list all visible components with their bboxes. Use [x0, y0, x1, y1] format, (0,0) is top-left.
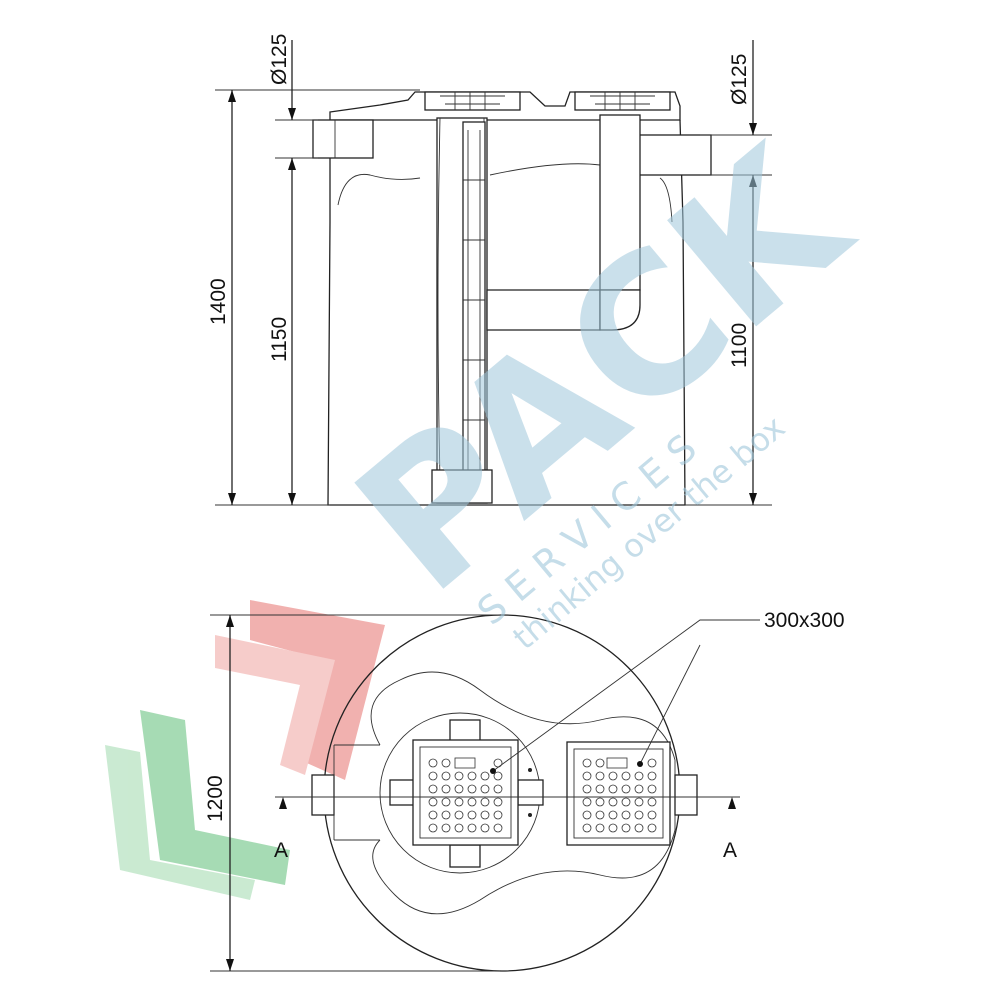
grate-hole — [582, 823, 592, 833]
grate-hole — [595, 797, 605, 807]
grate-hole — [441, 810, 451, 820]
grate-hole — [595, 810, 605, 820]
section-marker-left: A — [274, 839, 288, 862]
grate-hole — [428, 810, 438, 820]
grate-hole — [634, 810, 644, 820]
grate-hole — [595, 758, 605, 768]
grate-hole — [441, 771, 451, 781]
grate-hole — [582, 810, 592, 820]
grate-hole — [647, 771, 657, 781]
grate-hole — [441, 797, 451, 807]
cover-left — [412, 739, 519, 846]
cover-left-holes — [428, 758, 503, 833]
watermark-red-chevron-2 — [215, 635, 335, 775]
grate-hole — [608, 810, 618, 820]
grate-hole — [467, 784, 477, 794]
grate-hole — [634, 784, 644, 794]
grate-hole — [467, 810, 477, 820]
grate-hole — [454, 784, 464, 794]
grate-hole — [493, 810, 503, 820]
grate-hole — [493, 784, 503, 794]
grate-hole — [647, 784, 657, 794]
grate-hole — [647, 758, 657, 768]
grate-hole — [493, 797, 503, 807]
grate-hole — [428, 771, 438, 781]
grate-hole — [480, 823, 490, 833]
inlet-pipe — [312, 119, 374, 159]
dim-total-height: 1400 — [207, 278, 230, 325]
grate-hole — [480, 810, 490, 820]
grate-hole — [621, 810, 631, 820]
grate-hole — [454, 797, 464, 807]
dim-outlet-diameter: Ø125 — [728, 54, 751, 105]
outlet-pipe — [634, 134, 712, 176]
grate-hole — [621, 797, 631, 807]
grate-hole — [608, 797, 618, 807]
grate-hole — [647, 810, 657, 820]
dim-inlet-diameter: Ø125 — [268, 34, 291, 85]
grate-hole — [493, 823, 503, 833]
grate-hole — [582, 784, 592, 794]
grate-hole — [582, 771, 592, 781]
watermark-chevrons — [105, 600, 385, 900]
grate-hole — [595, 823, 605, 833]
watermark-green-chevron — [140, 710, 290, 885]
grate-hole — [608, 784, 618, 794]
grate-hole — [634, 823, 644, 833]
grate-hole — [595, 771, 605, 781]
grate-hole — [441, 758, 451, 768]
grate-hole — [454, 771, 464, 781]
cover-right-holes — [582, 758, 657, 833]
grate-hole — [493, 771, 503, 781]
grate-hole — [582, 758, 592, 768]
grate-hole — [467, 797, 477, 807]
dim-plan-diameter: 1200 — [204, 775, 227, 822]
grate-hole — [608, 823, 618, 833]
grate-hole — [480, 771, 490, 781]
grate-hole — [454, 810, 464, 820]
grate-hole — [621, 771, 631, 781]
grate-hole — [467, 771, 477, 781]
cover-size-label: 300x300 — [764, 609, 845, 632]
grate-hole — [582, 797, 592, 807]
grate-hole — [621, 823, 631, 833]
grate-hole — [647, 797, 657, 807]
cover-frame-left — [424, 91, 521, 111]
section-marker-right: A — [723, 839, 737, 862]
cover-left-grid — [454, 757, 476, 769]
grate-hole — [493, 758, 503, 768]
grate-hole — [480, 797, 490, 807]
grate-hole — [428, 784, 438, 794]
grate-hole — [595, 784, 605, 794]
dim-outlet-height: 1100 — [728, 323, 751, 368]
elevation-view — [215, 40, 772, 506]
tank-body — [327, 119, 686, 506]
cover-right — [566, 741, 671, 846]
grate-hole — [647, 823, 657, 833]
grate-hole — [441, 784, 451, 794]
cover-frame-right — [574, 91, 671, 111]
dim-inlet-height: 1150 — [268, 317, 291, 362]
grate-hole — [428, 797, 438, 807]
grate-hole — [634, 797, 644, 807]
grate-hole — [621, 784, 631, 794]
grate-hole — [441, 823, 451, 833]
grate-hole — [467, 823, 477, 833]
grate-hole — [428, 823, 438, 833]
grate-hole — [480, 784, 490, 794]
grate-hole — [634, 771, 644, 781]
grate-hole — [608, 771, 618, 781]
grate-hole — [454, 823, 464, 833]
watermark-green-chevron-2 — [105, 745, 255, 900]
grate-hole — [428, 758, 438, 768]
